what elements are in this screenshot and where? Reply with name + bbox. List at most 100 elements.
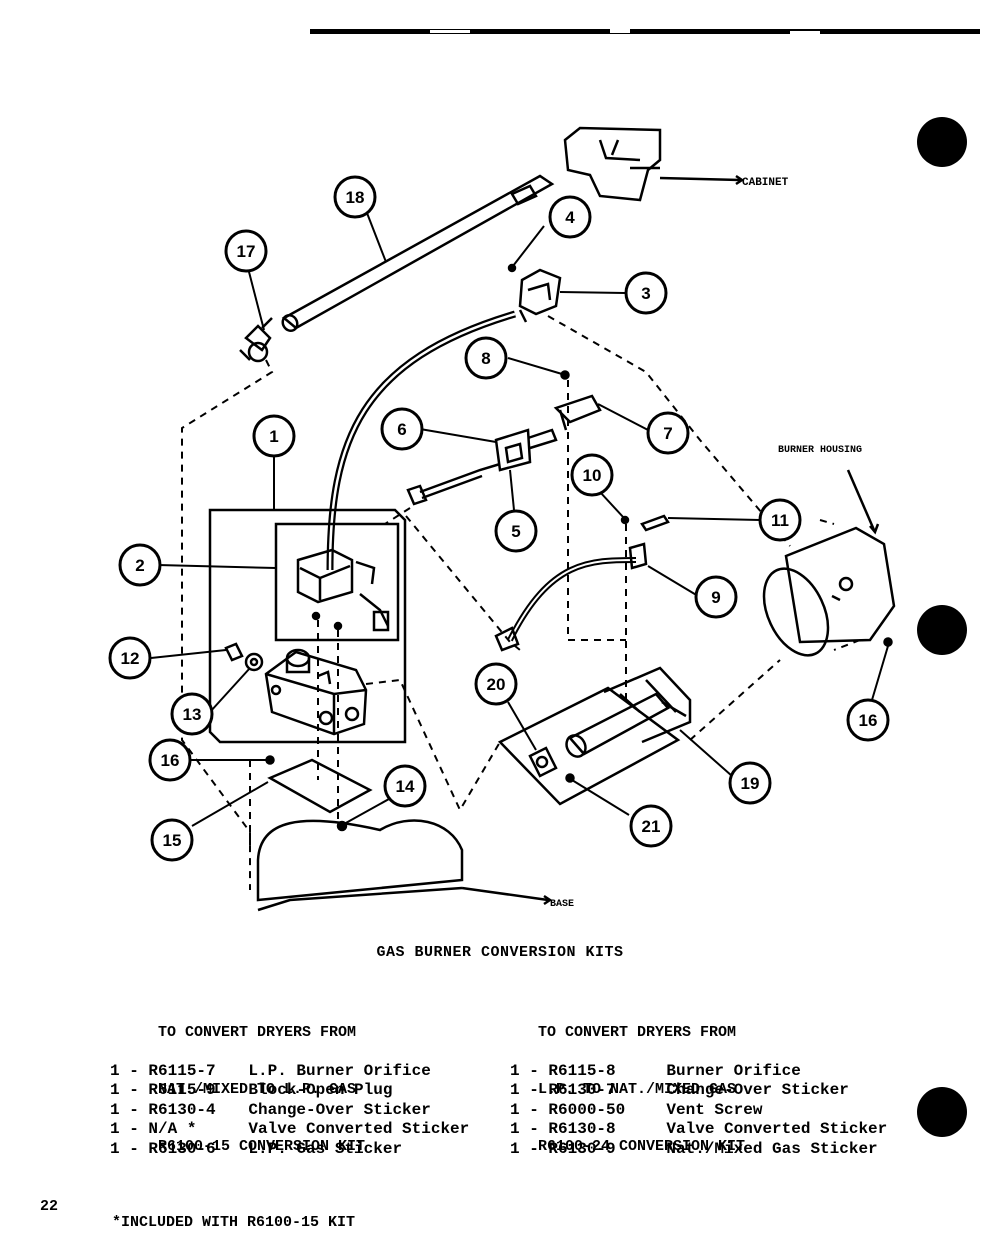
part-number: R6130-8 [548, 1120, 616, 1139]
kit-heading-line: TO CONVERT DRYERS FROM [158, 1024, 357, 1041]
separator: - [119, 1100, 149, 1119]
part-number: R6130-4 [148, 1100, 216, 1119]
part-number: N/A * [148, 1120, 197, 1139]
kit-part-row: 1 - N/A * Valve Converted Sticker [110, 1120, 469, 1139]
callout-number: 7 [663, 424, 672, 443]
part-number: R6115-9 [148, 1081, 216, 1100]
callout-number: 4 [565, 208, 575, 227]
part-number: R6115-7 [148, 1062, 216, 1080]
kit-part-row: 1 - R6130-6 L.P. Gas Sticker [110, 1140, 469, 1159]
part-6-igniter [406, 428, 558, 506]
kit-part-row: 1 - R6115-9 Block-Open Plug [110, 1081, 469, 1100]
scan-edge-bar [310, 29, 980, 34]
part-17-connector [239, 317, 273, 363]
separator: - [119, 1081, 149, 1100]
callout-number: 3 [641, 284, 650, 303]
separator: - [519, 1081, 549, 1100]
callout-20: 20 [474, 662, 518, 706]
kit-part-row: 1 - R6130-4 Change-Over Sticker [110, 1101, 469, 1120]
part-description: Valve Converted Sticker [248, 1120, 470, 1139]
part-qty: 1 [110, 1120, 120, 1139]
footnote: *INCLUDED WITH R6100-15 KIT [112, 1214, 356, 1231]
part-qty: 1 [510, 1139, 520, 1158]
callout-number: 16 [161, 751, 180, 770]
part-qty: 1 [510, 1062, 520, 1080]
kit-heading-left: TO CONVERT DRYERS FROM NAT./MIXED TO L.P… [158, 985, 365, 1175]
callout-number: 12 [121, 649, 140, 668]
part-description: L.P. Burner Orifice [248, 1062, 431, 1080]
part-description: Change-Over Sticker [248, 1100, 431, 1119]
callout-12: 12 [108, 636, 152, 680]
separator: - [119, 1062, 149, 1080]
kit-heading-right: TO CONVERT DRYERS FROM L.P. TO NAT./MIXE… [538, 985, 745, 1175]
callout-number: 16 [859, 711, 878, 730]
separator: - [519, 1062, 549, 1080]
callout-number: 17 [237, 242, 256, 261]
callout-4: 4 [548, 195, 592, 239]
base-label: BASE [550, 899, 574, 910]
part-9-sensor [494, 542, 648, 652]
part-qty: 1 [110, 1081, 120, 1100]
separator: - [519, 1100, 549, 1119]
part-qty: 1 [510, 1100, 520, 1119]
part-description: Nat./Mixed Gas Sticker [666, 1139, 878, 1158]
callout-21: 21 [629, 804, 673, 848]
callout-number: 15 [163, 831, 182, 850]
part-qty: 1 [110, 1100, 120, 1119]
separator: - [519, 1139, 549, 1158]
callout-6: 6 [380, 407, 424, 451]
burner-housing [762, 469, 896, 657]
callout-number: 19 [741, 774, 760, 793]
part-number: R6130-7 [548, 1081, 616, 1100]
punch-hole [917, 1087, 967, 1137]
part-description: Change-Over Sticker [666, 1081, 849, 1100]
part-20-orifice [528, 746, 558, 778]
callout-7: 7 [646, 411, 690, 455]
callout-13: 13 [170, 692, 214, 736]
callout-16: 16 [846, 698, 890, 742]
separator: - [119, 1120, 149, 1139]
separator: - [119, 1139, 149, 1158]
kit-heading-line: R6100-15 CONVERSION KIT [158, 1138, 366, 1155]
kit-heading-line: NAT./MIXED TO L.P. GAS [158, 1081, 357, 1098]
burner-housing-label: BURNER HOUSING [778, 445, 862, 456]
part-12-plug [224, 642, 244, 662]
kit-heading-line: R6100-24 CONVERSION KIT [538, 1138, 746, 1155]
part-number: R6130-6 [148, 1139, 216, 1158]
part-description: Burner Orifice [666, 1062, 801, 1080]
callout-3: 3 [624, 271, 668, 315]
part-qty: 1 [110, 1139, 120, 1158]
callout-17: 17 [224, 229, 268, 273]
callout-9: 9 [694, 575, 738, 619]
diagram-title: GAS BURNER CONVERSION KITS [376, 944, 624, 961]
kit-heading-line: L.P. TO NAT./MIXED GAS [538, 1081, 737, 1098]
callout-2: 2 [118, 543, 162, 587]
cabinet-label: CABINET [742, 177, 789, 189]
part-11-pin [640, 514, 670, 532]
part-description: Block-Open Plug [248, 1081, 393, 1100]
part-description: Valve Converted Sticker [666, 1120, 888, 1139]
callout-number: 2 [135, 556, 144, 575]
part-description: L.P. Gas Sticker [248, 1139, 403, 1158]
part-number: R6000-50 [548, 1100, 626, 1119]
callout-number: 5 [511, 522, 520, 541]
part-description: Vent Screw [666, 1100, 763, 1119]
part-13-orifice [244, 652, 264, 672]
kit-part-row: 1 - R6000-50 Vent Screw [510, 1101, 887, 1120]
callout-number: 1 [269, 427, 278, 446]
part-7-bracket [553, 394, 602, 431]
callout-15: 15 [150, 818, 194, 862]
part-qty: 1 [110, 1062, 120, 1080]
callout-18: 18 [333, 175, 377, 219]
callout-number: 10 [583, 466, 602, 485]
callout-number: 8 [481, 349, 490, 368]
page-number: 22 [40, 1198, 59, 1215]
kit-part-row: 1 - R6115-7 L.P. Burner Orifice [110, 1062, 469, 1081]
part-1-valve-assembly [208, 508, 407, 744]
kit-heading-line: TO CONVERT DRYERS FROM [538, 1024, 737, 1041]
